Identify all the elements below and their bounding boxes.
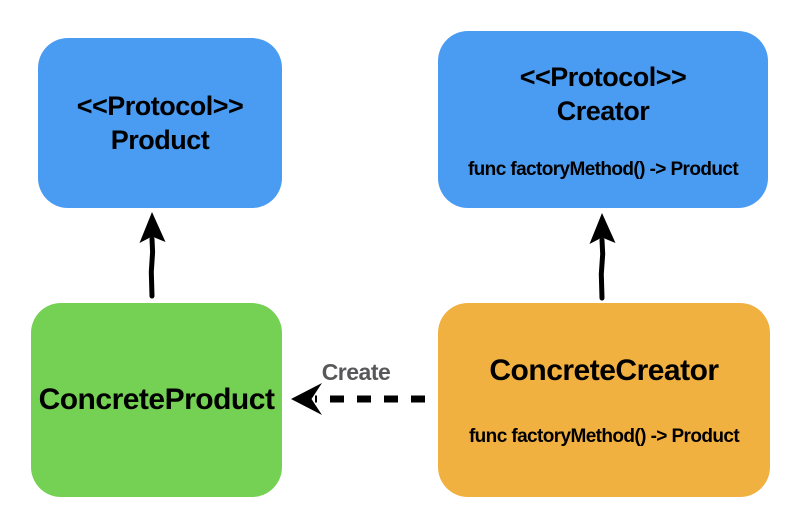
concrete-creator-factory-method-signature: func factoryMethod() -> Product: [468, 426, 740, 447]
create-edge-label: Create: [321, 359, 391, 385]
inheritance-arrow-creator: [589, 213, 616, 301]
concrete-creator-name: ConcreteCreator: [489, 354, 719, 387]
product-stereotype: <<Protocol>>: [76, 91, 244, 121]
product-node: <<Protocol>> Product: [38, 38, 282, 208]
concrete-creator-node: ConcreteCreator func factoryMethod() -> …: [438, 303, 770, 497]
concrete-product-node: ConcreteProduct: [31, 303, 282, 497]
creator-name: Creator: [556, 96, 650, 126]
inheritance-arrow-creator-head-icon: [589, 213, 616, 244]
product-name: Product: [110, 125, 210, 155]
create-arrow-head-icon: [291, 383, 322, 415]
creator-node: <<Protocol>> Creator func factoryMethod(…: [438, 31, 768, 208]
inheritance-arrow-creator-shaft: [598, 237, 606, 301]
creator-stereotype: <<Protocol>>: [519, 62, 687, 92]
inheritance-arrow-product-shaft: [148, 236, 156, 299]
creator-factory-method-signature: func factoryMethod() -> Product: [467, 159, 739, 180]
inheritance-arrow-product-head-icon: [139, 212, 166, 243]
inheritance-arrow-product: [139, 212, 166, 299]
create-arrow: [291, 383, 425, 415]
concrete-product-name: ConcreteProduct: [38, 383, 275, 416]
